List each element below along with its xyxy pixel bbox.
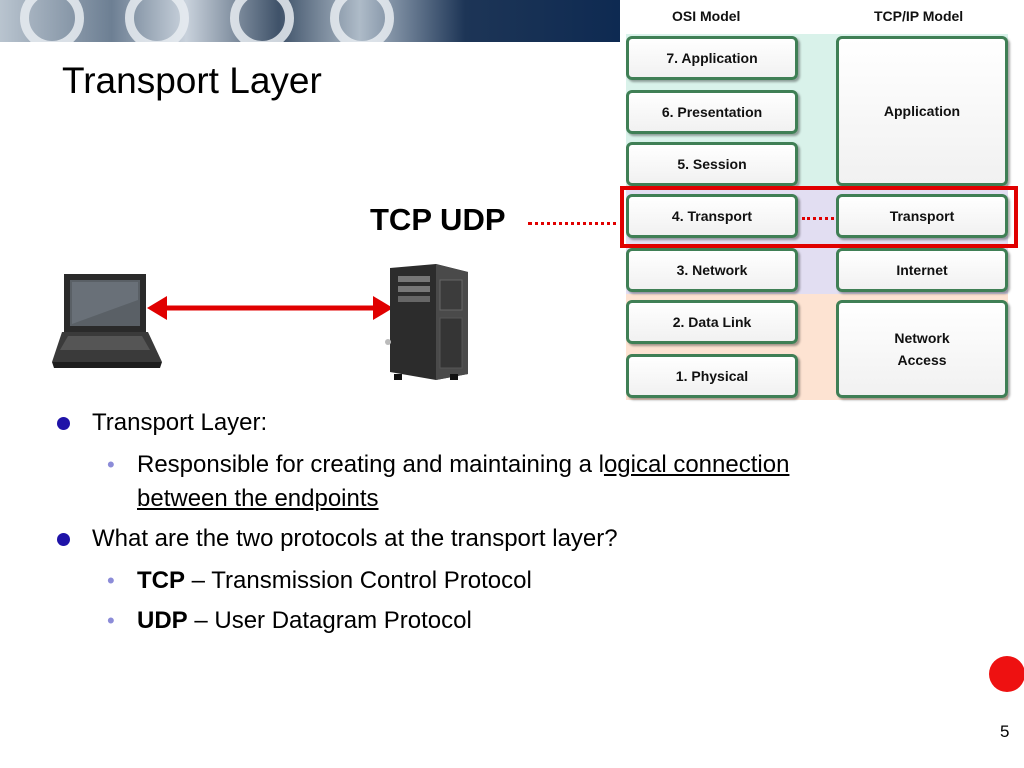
udp-description: – User Datagram Protocol [187,607,472,634]
tcp-bold-label: TCP [137,567,185,594]
osi-layer-6: 6. Presentation [626,90,798,134]
bullet-list: Transport Layer: • Responsible for creat… [55,408,955,644]
transport-highlight-frame [620,186,1018,248]
connector-dotted-line [528,222,624,225]
sub-bullet-dot-icon: • [107,608,115,633]
udp-bold-label: UDP [137,607,188,634]
transport-dotted-link [802,217,834,220]
sub-bullet-udp: • UDP – User Datagram Protocol [55,604,955,638]
page-number: 5 [1000,722,1010,741]
double-arrow-icon [147,296,393,320]
bullet-transport-layer: Transport Layer: [55,408,955,438]
osi-layer-3: 3. Network [626,248,798,292]
tcpip-internet-layer: Internet [836,248,1008,292]
osi-layer-4: 4. Transport [626,194,798,238]
osi-model-header: OSI Model [672,8,741,24]
tcpip-network-access-layer: Network Access [836,300,1008,398]
server-icon [385,264,468,380]
sub-bullet-responsible: • Responsible for creating and maintaini… [55,448,955,516]
osi-layer-7: 7. Application [626,36,798,80]
tcp-udp-label: TCP UDP [370,202,506,237]
underlined-text: ogical connection [603,451,790,478]
bullet-two-protocols: What are the two protocols at the transp… [55,524,955,554]
underlined-text-2: between the endpoints [137,485,379,512]
slide-title: Transport Layer [62,60,322,101]
sub-bullet-text: Responsible for creating and maintaining… [137,451,604,478]
osi-layer-1: 1. Physical [626,354,798,398]
tcp-description: – Transmission Control Protocol [185,567,532,594]
tcpip-model-header: TCP/IP Model [874,8,964,24]
laptop-icon [52,274,162,368]
sub-bullet-tcp: • TCP – Transmission Control Protocol [55,564,955,598]
bullet-dot-icon [57,417,70,430]
sub-bullet-dot-icon: • [107,568,115,593]
tcpip-application-layer: Application [836,36,1008,186]
network-access-label-line2: Access [897,352,947,368]
bullet-text: What are the two protocols at the transp… [92,525,618,552]
sub-bullet-dot-icon: • [107,452,115,477]
bullet-text: Transport Layer: [92,409,268,436]
bullet-dot-icon [57,533,70,546]
network-access-label-line1: Network [894,330,950,346]
osi-tcpip-diagram: OSI Model TCP/IP Model 7. Application 6.… [620,0,1024,400]
record-indicator-icon [989,656,1024,692]
osi-layer-5: 5. Session [626,142,798,186]
header-banner [0,0,620,42]
osi-layer-2: 2. Data Link [626,300,798,344]
tcpip-transport-layer: Transport [836,194,1008,238]
